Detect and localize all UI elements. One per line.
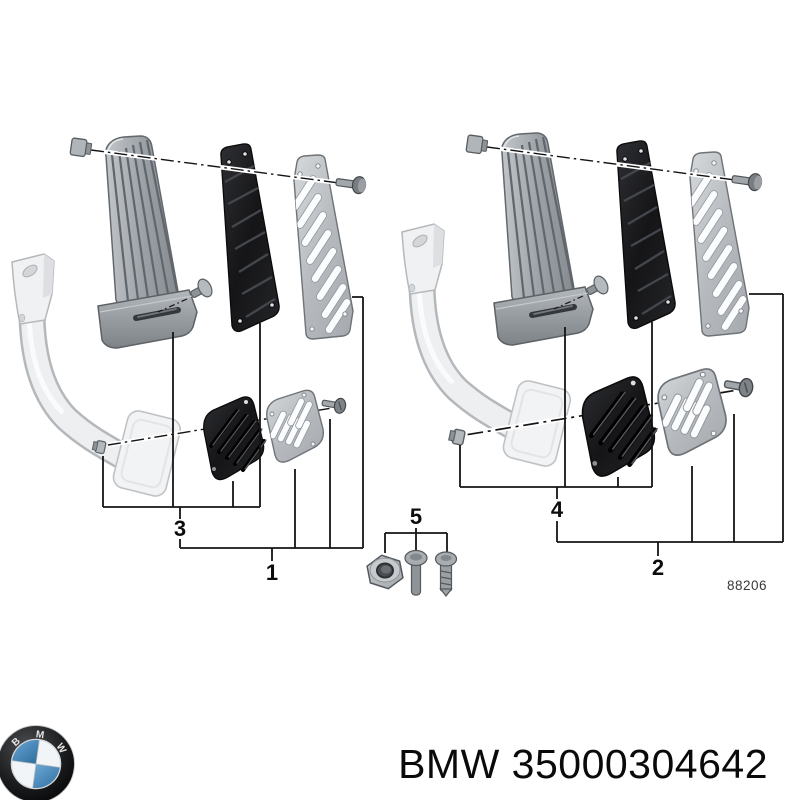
roundel-quarter-white-tr — [36, 740, 60, 768]
roundel-quarter-blue-br — [32, 764, 60, 788]
roundel-letter-m: M — [35, 729, 45, 741]
shoulder-bolt — [404, 549, 428, 596]
callout-lines-right — [459, 293, 784, 556]
callout-lines-kit — [384, 528, 448, 557]
fastener-kit: 5 — [366, 504, 458, 597]
callout-3-label: 3 — [174, 516, 186, 541]
callout-4-label: 4 — [551, 497, 564, 522]
callout-lines-left — [102, 296, 364, 561]
pedal-set-left: 3 1 — [12, 136, 367, 585]
roundel-quarter-blue-tl — [12, 740, 40, 764]
accelerator-assembly-left — [70, 136, 367, 348]
parts-diagram: 3 1 4 2 5 — [0, 0, 784, 597]
part-caption: BMW 35000304642 — [398, 741, 768, 787]
callout-2-label: 2 — [652, 555, 664, 580]
hex-nut — [366, 554, 404, 590]
bmw-roundel-logo: B M W — [0, 725, 75, 800]
self-tapping-screw — [434, 551, 458, 597]
pedal-set-right: 4 2 — [402, 133, 784, 580]
roundel-quarter-white-bl — [12, 760, 36, 788]
callout-1-label: 1 — [266, 560, 278, 585]
accelerator-assembly-right — [466, 133, 763, 345]
callout-5-label: 5 — [410, 504, 422, 529]
drawing-number: 88206 — [727, 578, 767, 593]
